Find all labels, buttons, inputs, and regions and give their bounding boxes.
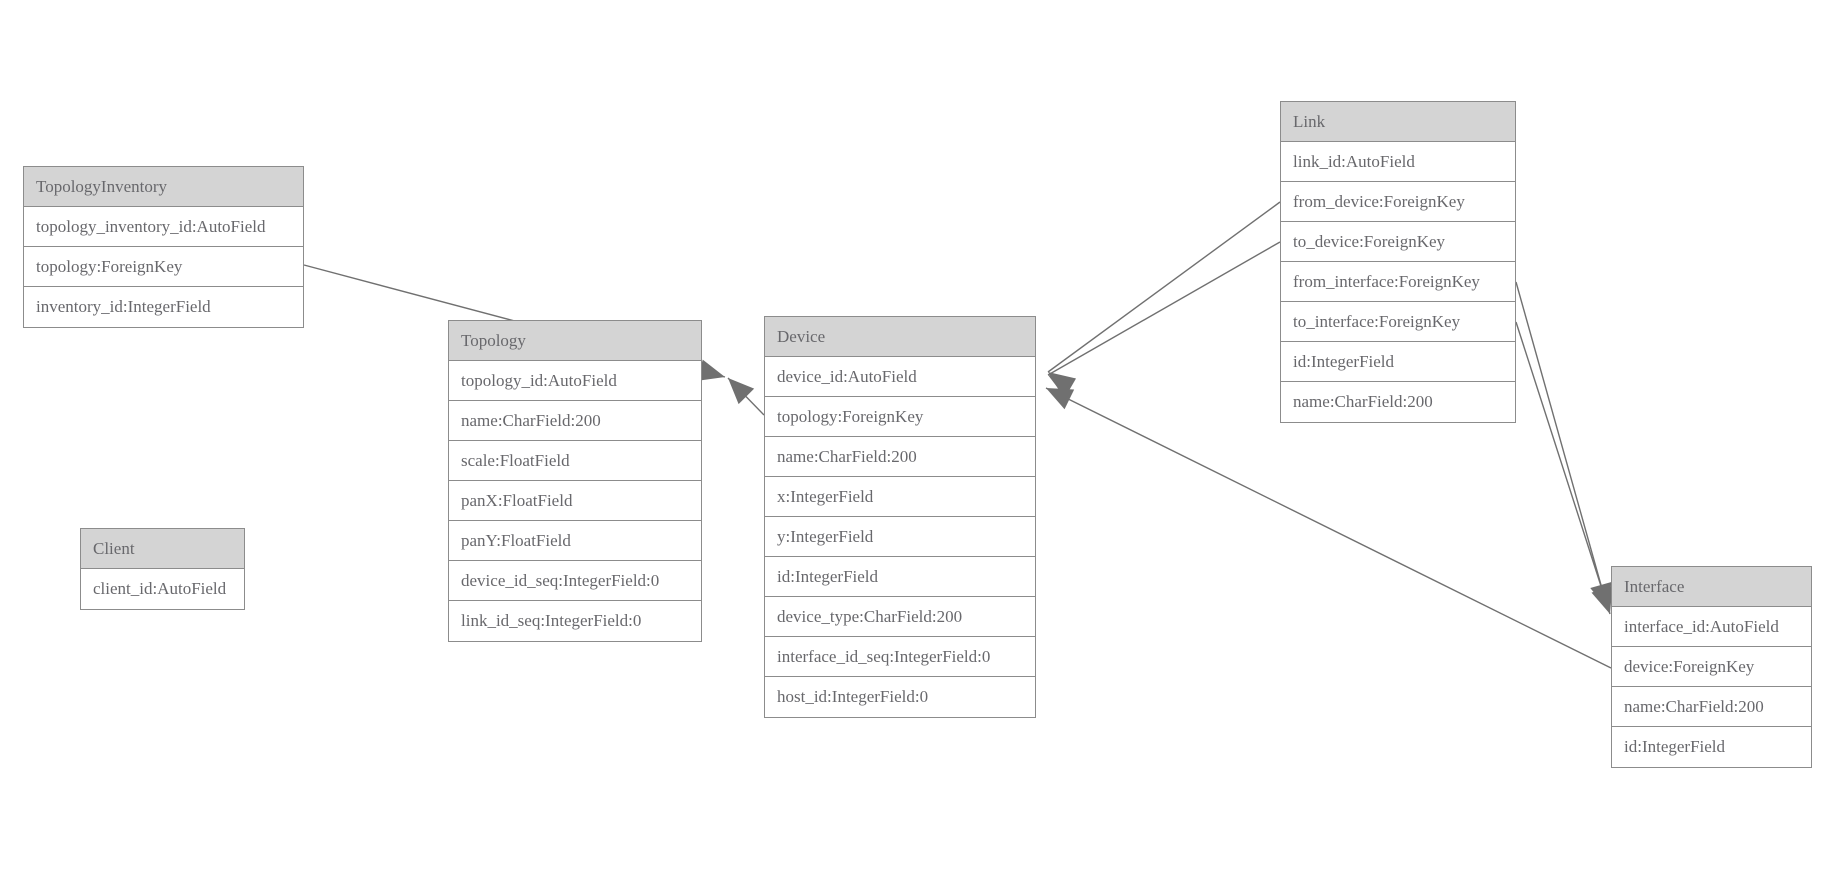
- entity-field[interactable]: device:ForeignKey: [1612, 647, 1811, 687]
- entity-field[interactable]: from_interface:ForeignKey: [1281, 262, 1515, 302]
- entity-field[interactable]: client_id:AutoField: [81, 569, 244, 609]
- entity-field[interactable]: interface_id:AutoField: [1612, 607, 1811, 647]
- entity-field[interactable]: name:CharField:200: [449, 401, 701, 441]
- relationship-line: [1047, 241, 1281, 376]
- relationship-arrowhead: [1048, 375, 1077, 398]
- relationship-arrowhead: [1048, 372, 1076, 397]
- entity-title-topology-inventory: TopologyInventory: [24, 167, 303, 207]
- entity-field[interactable]: host_id:IntegerField:0: [765, 677, 1035, 717]
- entity-field[interactable]: interface_id_seq:IntegerField:0: [765, 637, 1035, 677]
- entity-field[interactable]: link_id:AutoField: [1281, 142, 1515, 182]
- relationship-line: [727, 377, 765, 416]
- entity-field[interactable]: id:IntegerField: [1612, 727, 1811, 767]
- entity-field[interactable]: panY:FloatField: [449, 521, 701, 561]
- entity-field[interactable]: topology_inventory_id:AutoField: [24, 207, 303, 247]
- entity-field[interactable]: device_id_seq:IntegerField:0: [449, 561, 701, 601]
- entity-field[interactable]: from_device:ForeignKey: [1281, 182, 1515, 222]
- relationship-rel-link-todevice-device: [1047, 241, 1281, 398]
- relationship-rel-device-topology: [727, 377, 765, 416]
- entity-field[interactable]: device_id:AutoField: [765, 357, 1035, 397]
- entity-field[interactable]: to_device:ForeignKey: [1281, 222, 1515, 262]
- relationship-line: [1515, 321, 1611, 615]
- entity-title-client: Client: [81, 529, 244, 569]
- entity-field[interactable]: x:IntegerField: [765, 477, 1035, 517]
- entity-field[interactable]: device_type:CharField:200: [765, 597, 1035, 637]
- entity-field[interactable]: id:IntegerField: [1281, 342, 1515, 382]
- relationship-arrowhead: [1046, 388, 1075, 410]
- relationship-rel-link-frominterface-interface: [1515, 281, 1612, 611]
- entity-field[interactable]: link_id_seq:IntegerField:0: [449, 601, 701, 641]
- entity-field[interactable]: name:CharField:200: [765, 437, 1035, 477]
- entity-title-device: Device: [765, 317, 1035, 357]
- relationship-rel-link-tointerface-interface: [1515, 321, 1613, 615]
- entity-field[interactable]: topology:ForeignKey: [765, 397, 1035, 437]
- entity-field[interactable]: id:IntegerField: [765, 557, 1035, 597]
- entity-field[interactable]: panX:FloatField: [449, 481, 701, 521]
- relationship-line: [1045, 387, 1612, 669]
- entity-field[interactable]: scale:FloatField: [449, 441, 701, 481]
- relationship-line: [1047, 201, 1281, 373]
- entity-field[interactable]: name:CharField:200: [1281, 382, 1515, 422]
- relationship-arrowhead: [728, 378, 755, 405]
- entity-title-interface: Interface: [1612, 567, 1811, 607]
- entity-field[interactable]: name:CharField:200: [1612, 687, 1811, 727]
- entity-field[interactable]: topology_id:AutoField: [449, 361, 701, 401]
- entity-field[interactable]: inventory_id:IntegerField: [24, 287, 303, 327]
- entity-title-link: Link: [1281, 102, 1515, 142]
- relationship-rel-link-fromdevice-device: [1047, 201, 1281, 397]
- entity-field[interactable]: y:IntegerField: [765, 517, 1035, 557]
- entity-title-topology: Topology: [449, 321, 701, 361]
- entity-field[interactable]: to_interface:ForeignKey: [1281, 302, 1515, 342]
- entity-field[interactable]: topology:ForeignKey: [24, 247, 303, 287]
- relationship-line: [1515, 281, 1609, 611]
